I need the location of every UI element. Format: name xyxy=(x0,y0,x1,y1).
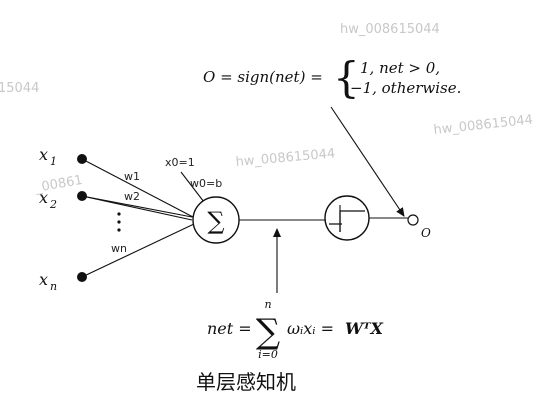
net-formula-lhs: net = xyxy=(207,319,252,338)
edge-x1 xyxy=(81,158,194,218)
ellipsis-dot xyxy=(117,220,121,224)
output-formula: O = sign(net) = { 1, net > 0, −1, otherw… xyxy=(203,53,461,102)
watermark: hw_008615044 xyxy=(340,22,440,37)
bias-input-label: x0=1 xyxy=(165,156,195,169)
watermark: hw_008615044 xyxy=(235,146,336,170)
weight-w2-label: w2 xyxy=(124,190,140,203)
sum-lower-limit: i=0 xyxy=(258,348,278,361)
edge-x2-b xyxy=(81,195,193,221)
sum-upper-limit: n xyxy=(264,298,271,311)
net-formula-vector: WᵀX xyxy=(345,319,383,338)
cases-brace: { xyxy=(333,53,360,102)
output-formula-case1: 1, net > 0, xyxy=(360,59,440,77)
svg-text:2: 2 xyxy=(49,198,57,211)
output-node xyxy=(407,214,419,226)
edge-bias xyxy=(180,171,205,203)
watermark: 15044 xyxy=(0,81,39,96)
svg-text:x: x xyxy=(39,145,48,164)
activation-node xyxy=(324,195,370,241)
output-label: O xyxy=(421,226,431,240)
svg-text:x: x xyxy=(39,270,48,289)
weight-w1-label: w1 xyxy=(124,170,140,183)
edge-xn xyxy=(81,223,195,278)
weight-wn-label: wn xyxy=(111,242,127,255)
arrow-formula-to-output xyxy=(330,106,405,217)
input-x1-label: x 1 xyxy=(39,145,57,168)
input-x2-label: x 2 xyxy=(39,188,57,211)
ellipsis-dot xyxy=(117,228,121,232)
summation-symbol: ∑ xyxy=(207,207,224,235)
diagram-title: 单层感知机 xyxy=(196,370,296,394)
output-formula-case2: −1, otherwise. xyxy=(350,79,461,97)
svg-text:n: n xyxy=(50,280,57,293)
net-formula-body: ωᵢxᵢ = xyxy=(287,319,334,338)
svg-text:x: x xyxy=(39,188,48,207)
bias-weight-label: w0=b xyxy=(190,177,222,190)
net-formula: net = n ∑ i=0 ωᵢxᵢ = WᵀX xyxy=(207,298,383,361)
watermark: hw_008615044 xyxy=(433,113,534,138)
ellipsis-dot xyxy=(117,212,121,216)
net-sum-symbol: ∑ xyxy=(256,312,280,352)
output-formula-lhs: O = sign(net) = xyxy=(203,68,323,86)
input-xn-label: x n xyxy=(39,270,57,293)
svg-text:1: 1 xyxy=(50,155,57,168)
